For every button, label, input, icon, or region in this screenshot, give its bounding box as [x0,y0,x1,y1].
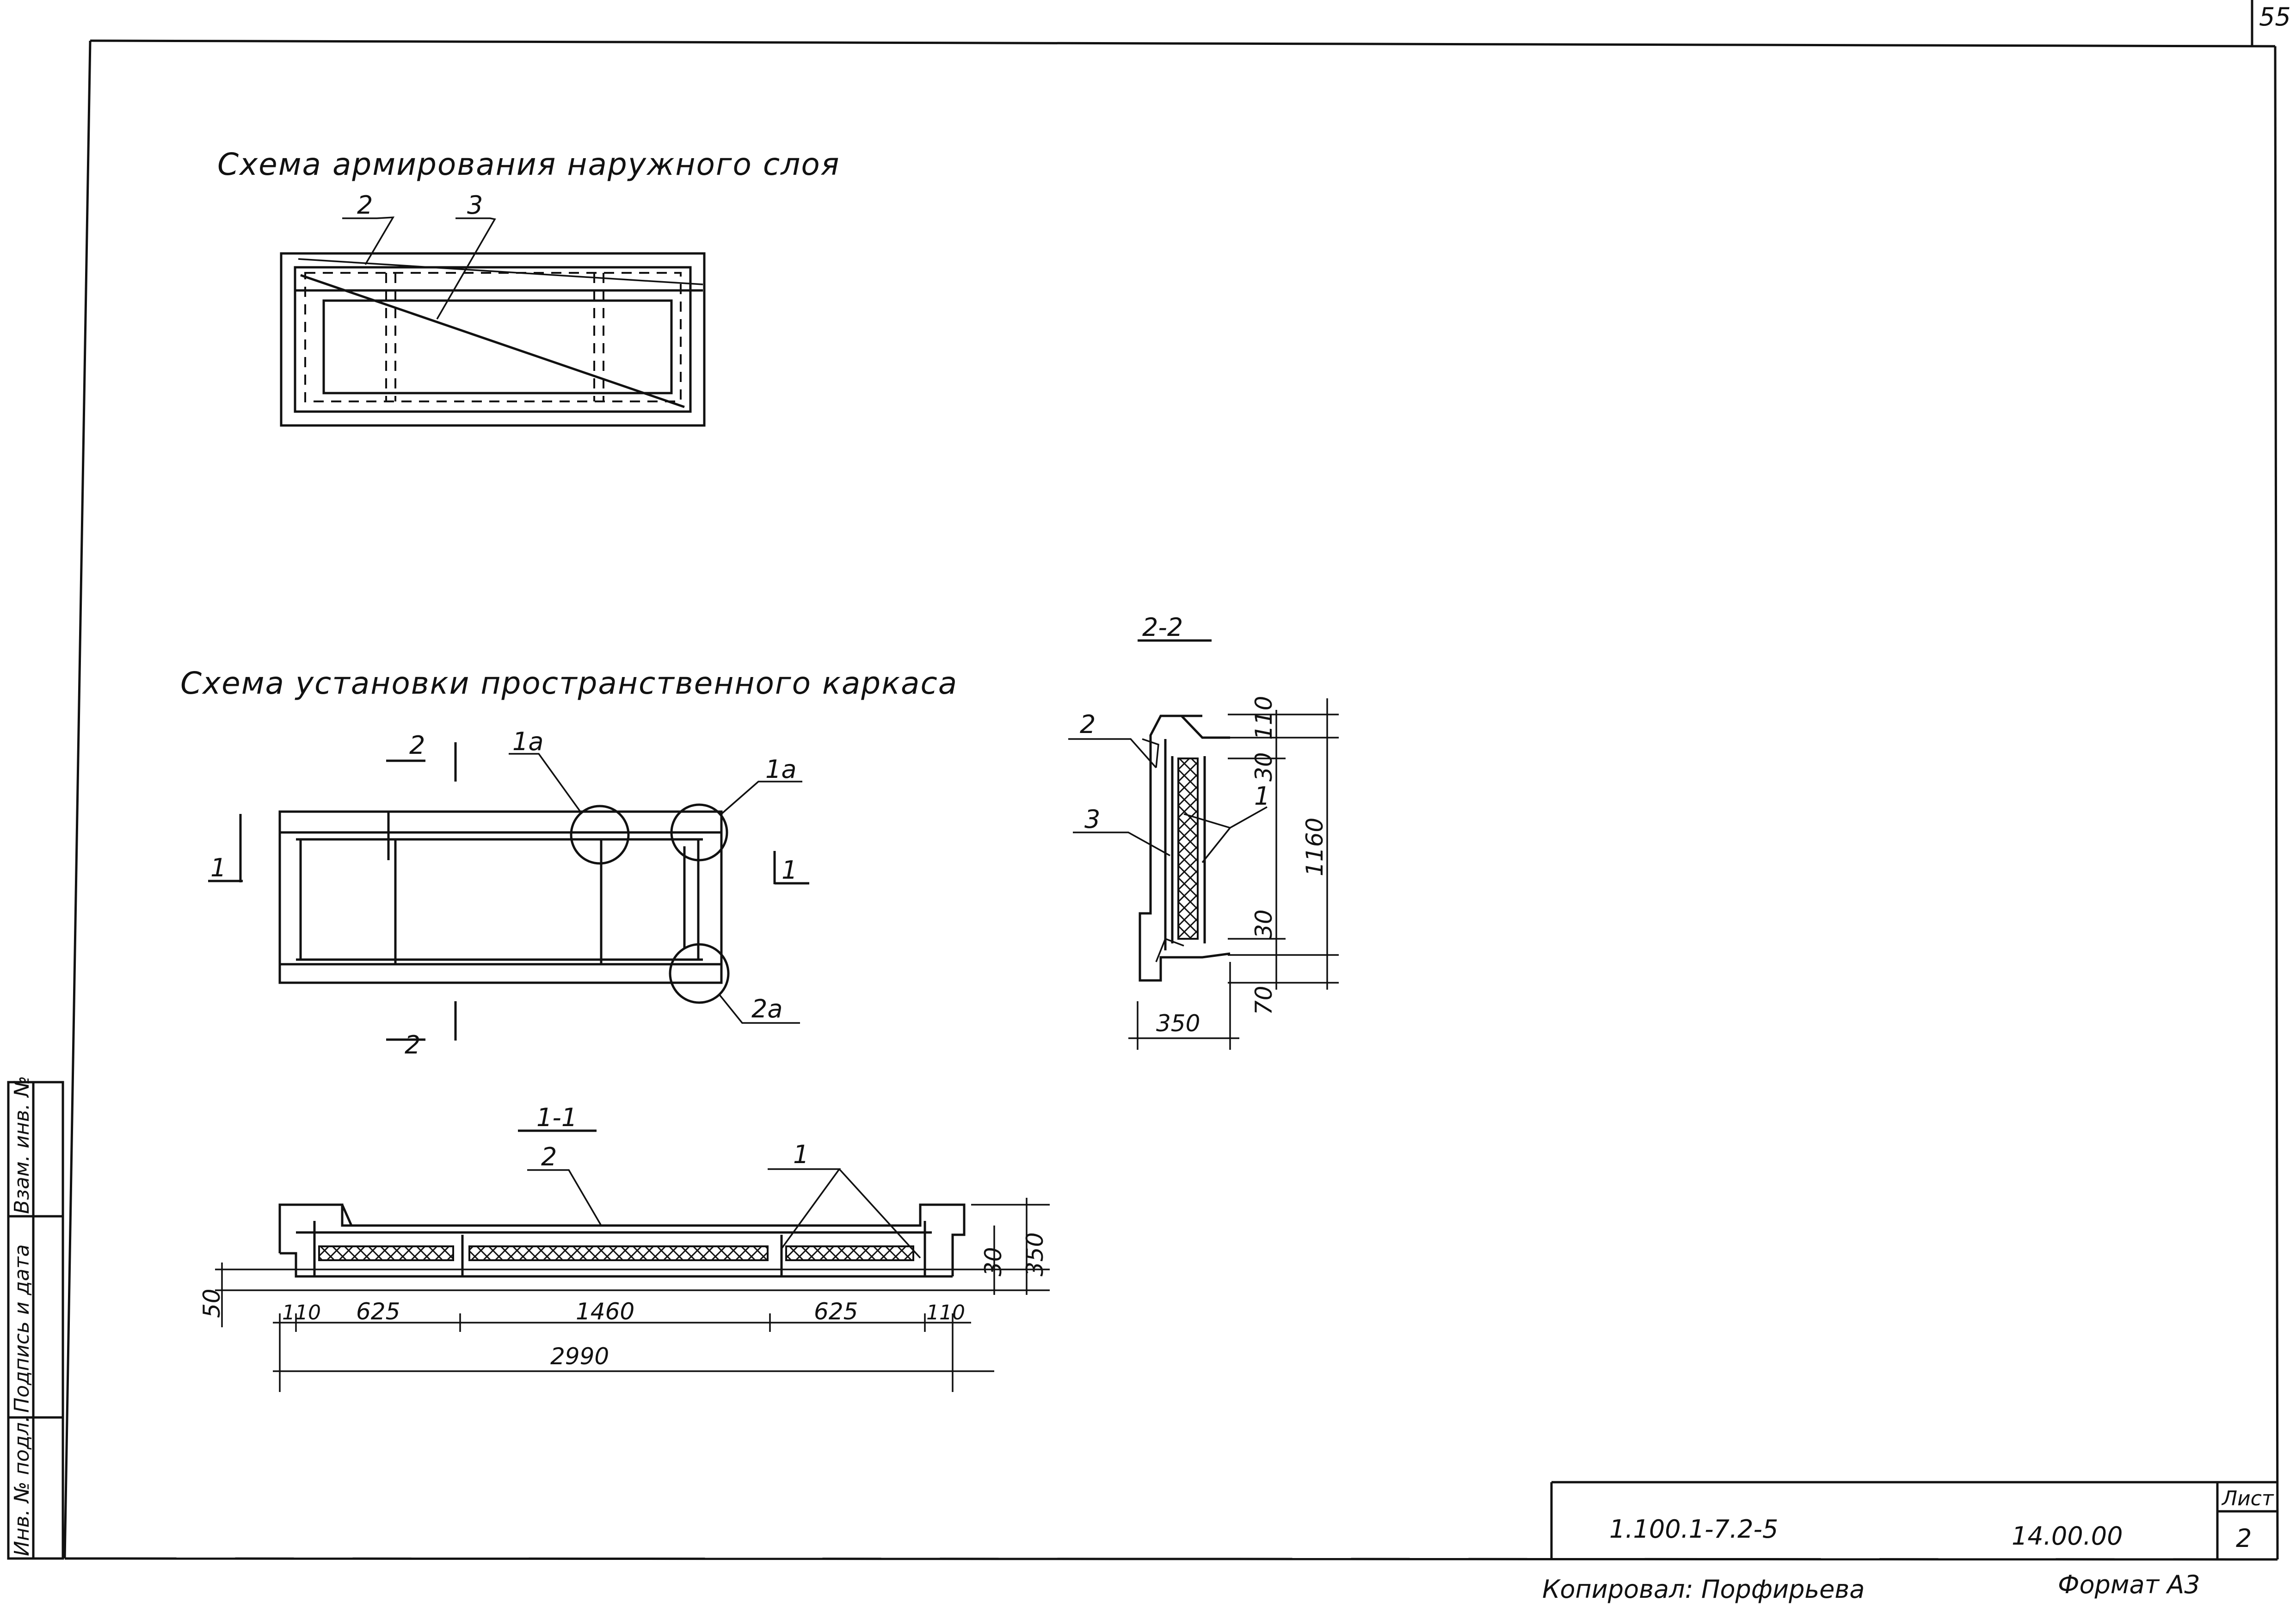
s11-dim-1460: 1460 [576,1298,634,1325]
frame-cut-2-top: 2 [409,731,425,760]
s22-dim-30-bottom: 30 [1250,909,1277,939]
title-block [1550,1481,2278,1559]
s11-callout-2: 2 [541,1142,557,1171]
section-11-title: 1-1 [536,1103,577,1132]
frame-cut-1-left: 1 [210,853,226,882]
section-22-drawing [1068,698,1339,1050]
s22-callout-1: 1 [1254,782,1270,811]
s22-dim-350: 350 [1156,1010,1200,1037]
s11-callout-1: 1 [793,1140,809,1169]
side-stamp [7,1081,64,1560]
s11-dim-110-left: 110 [282,1301,321,1324]
s22-dim-1160: 1160 [1301,818,1328,876]
sheet-frame [63,0,2279,1561]
s22-dim-30-top: 30 [1250,752,1277,782]
doc-date: 14.00.00 [2012,1521,2123,1551]
s22-dim-110: 110 [1250,696,1277,740]
frame-cut-2-bottom: 2 [405,1030,420,1059]
section-11-drawing [215,1168,1050,1392]
doc-code: 1.100.1-7.2-5 [1609,1515,1778,1544]
outer-callout-3: 3 [467,191,483,220]
s11-dim-50: 50 [198,1288,225,1318]
frame-callout-2a: 2а [751,994,782,1023]
scheme-outer-title: Схема армирования наружного слоя [217,147,840,182]
s11-dim-625-left: 625 [356,1298,400,1325]
frame-cut-1-right: 1 [782,856,797,885]
copied-by: Копировал: Порфирьева [1542,1575,1865,1604]
page-number: 55 [2259,2,2291,31]
s22-callout-3: 3 [1084,805,1100,834]
frame-callout-1a-left: 1а [512,727,543,756]
frame-callout-1a-right: 1а [765,755,796,784]
s11-dim-110-right: 110 [926,1301,965,1324]
stamp-podpis-data: Подпись и дата [10,1244,34,1413]
s22-dim-70: 70 [1250,986,1277,1015]
s11-dim-625-right: 625 [814,1298,858,1325]
stamp-inv-podl: Инв. № подл. [10,1416,34,1556]
format-label: Формат А3 [2058,1570,2200,1599]
scheme-frame-plan [208,742,809,1041]
scheme-outer-panel [280,216,706,427]
s22-callout-2: 2 [1080,710,1096,739]
s11-dim-2990: 2990 [550,1343,609,1370]
s11-dim-350: 350 [1022,1232,1048,1276]
sheet-label: Лист [2221,1487,2274,1510]
stamp-vzam-inv: Взам. инв. № [10,1076,34,1214]
s11-dim-30: 30 [980,1247,1007,1276]
scheme-frame-title: Схема установки пространственного каркас… [180,665,958,701]
section-22-title: 2-2 [1142,613,1183,642]
sheet-number: 2 [2236,1524,2252,1553]
outer-callout-2: 2 [357,191,373,220]
